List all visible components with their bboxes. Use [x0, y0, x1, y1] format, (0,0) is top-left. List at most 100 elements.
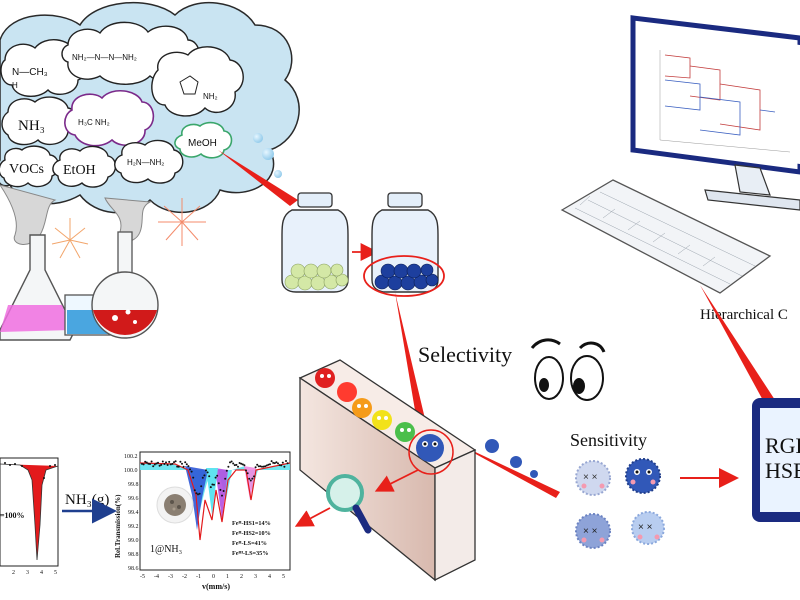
data-point: [203, 474, 206, 477]
data-point: [176, 465, 179, 468]
data-point: [225, 469, 228, 472]
data-point: [277, 462, 279, 465]
data-point: [141, 462, 143, 465]
data-point: [217, 482, 220, 485]
data-point: [147, 462, 150, 465]
data-point: [145, 461, 148, 464]
data-point: [206, 471, 209, 474]
data-point: [187, 465, 190, 468]
ethylamine-h-label: H: [12, 81, 18, 90]
data-point: [192, 476, 195, 479]
data-point: [278, 464, 281, 467]
cloud-furfurylamine: NH₂: [151, 46, 244, 117]
data-point: [273, 462, 276, 465]
x-axis-label: v(mm/s): [202, 582, 230, 591]
data-point: [201, 476, 204, 479]
y-tick-labels: 100.2 100.0 99.8 99.6 99.4 99.2 99.0 98.…: [124, 454, 139, 572]
data-point: [181, 462, 183, 465]
nh3-cloud-label: NH₃: [18, 118, 45, 134]
data-point: [179, 460, 182, 463]
y-tick-8: 98.6: [128, 566, 139, 572]
data-point: [275, 461, 278, 464]
data-point: [251, 477, 254, 480]
data-point: [224, 477, 227, 480]
diamine-label: NH₂—N—N—NH₂: [72, 53, 137, 62]
data-point: [283, 465, 286, 468]
cloud-isopropylamine: H₃C NH₂: [64, 90, 155, 147]
data-point: [238, 462, 241, 464]
data-point: [237, 465, 239, 468]
data-point: [163, 463, 166, 465]
data-point: [272, 461, 275, 464]
cloud-nh3: NH₃: [1, 96, 78, 146]
data-point: [264, 465, 267, 468]
left-x-tick-3: 5: [54, 570, 57, 576]
data-point: [267, 463, 270, 466]
fuzzy-balls-sensitivity: × × × × × ×: [575, 458, 665, 549]
data-point: [168, 460, 171, 463]
data-point: [160, 463, 163, 466]
ball-dark-1: [625, 458, 661, 494]
data-point: [208, 475, 211, 478]
data-point: [257, 465, 260, 468]
flask-group: [0, 231, 159, 341]
data-point: [155, 462, 158, 465]
ball-light-1: × ×: [575, 460, 611, 496]
left-spectrum: =100% 2 3 4 5: [0, 457, 59, 576]
data-point: [285, 460, 287, 462]
y-tick-0: 100.2: [124, 454, 138, 460]
data-point: [182, 465, 185, 468]
selectivity-label: Selectivity: [418, 342, 512, 367]
data-point: [197, 493, 199, 496]
svg-text:× ×: × ×: [583, 472, 598, 483]
y-tick-4: 99.4: [128, 510, 139, 516]
data-point: [144, 460, 147, 463]
data-point: [269, 463, 271, 466]
data-point: [169, 463, 172, 466]
x-tick-8: 3: [254, 574, 257, 580]
data-point: [233, 464, 236, 467]
data-point: [286, 462, 289, 465]
mossbauer-data-dots: [141, 460, 289, 497]
x-tick-10: 5: [282, 574, 285, 580]
data-point: [213, 483, 215, 486]
x-tick-9: 4: [268, 574, 271, 580]
x-tick-1: -4: [154, 574, 159, 580]
data-point: [281, 461, 284, 464]
data-point: [214, 476, 217, 479]
data-point: [245, 469, 247, 472]
cartoon-eyes: [530, 338, 606, 401]
sensitivity-label: Sensitivity: [570, 430, 647, 450]
y-axis-label: Rel.Transmission(%): [114, 494, 122, 558]
left-spectrum-percent: =100%: [0, 511, 25, 520]
left-x-tick-1: 3: [26, 570, 29, 576]
data-point: [216, 474, 219, 477]
data-point: [261, 465, 263, 468]
bubbles: [253, 133, 282, 178]
legend-1: Feᴵᴵ-HS2=10%: [232, 530, 271, 537]
data-point: [259, 465, 262, 468]
data-point: [230, 460, 233, 463]
data-point: [221, 494, 223, 497]
firework-left: [51, 218, 89, 259]
sample-label: 1@NH₃: [150, 544, 182, 555]
legend-0: Feᴵᴵ-HS1=14%: [232, 520, 271, 527]
x-tick-labels: -5 -4 -3 -2 -1 0 1 2 3 4 5: [140, 574, 285, 580]
data-point: [227, 465, 230, 468]
arrow-box-to-magnifier: [374, 469, 419, 492]
x-tick-6: 1: [226, 574, 229, 580]
data-point: [222, 490, 225, 492]
wedge-monitor-to-tablet: [700, 285, 775, 404]
svg-text:× ×: × ×: [638, 522, 653, 533]
cloud-meoh: MeOH: [174, 121, 233, 159]
data-point: [184, 461, 187, 464]
data-point: [142, 463, 145, 466]
arrow-magnifier-to-spectrum: [294, 507, 331, 527]
data-point: [152, 465, 155, 468]
data-point: [190, 470, 193, 473]
data-point: [254, 466, 257, 469]
data-point: [240, 462, 243, 465]
small-flying-balls: [485, 439, 538, 478]
data-point: [253, 475, 255, 478]
